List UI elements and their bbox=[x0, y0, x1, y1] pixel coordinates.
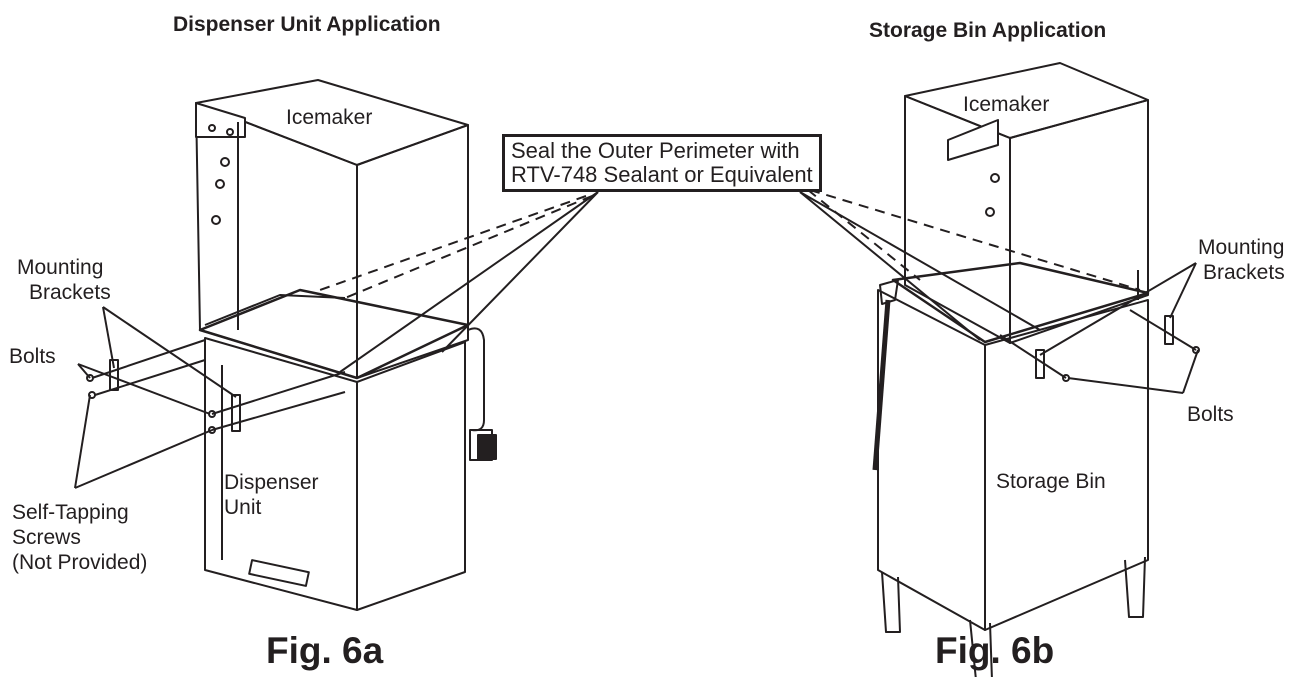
storage-bin-drawing bbox=[872, 279, 1149, 677]
storage-bin-label: Storage Bin bbox=[996, 470, 1106, 493]
sealant-leader-lines bbox=[319, 189, 1141, 373]
left-mounting-hardware bbox=[74, 306, 346, 489]
callout-line-2: RTV-748 Sealant or Equivalent bbox=[511, 162, 813, 187]
callout-line-1: Seal the Outer Perimeter with bbox=[511, 138, 800, 163]
sealant-callout-box: Seal the Outer Perimeter with RTV-748 Se… bbox=[502, 134, 822, 192]
left-mounting-brackets-label: Mounting Brackets bbox=[17, 256, 111, 304]
right-icemaker-drawing bbox=[891, 62, 1150, 344]
left-bolts-label: Bolts bbox=[9, 345, 56, 368]
figure-6a-caption: Fig. 6a bbox=[266, 630, 384, 671]
right-icemaker-label: Icemaker bbox=[963, 93, 1050, 116]
self-tapping-screws-label: Self-Tapping Screws (Not Provided) bbox=[12, 501, 148, 574]
dispenser-unit-drawing bbox=[204, 327, 497, 611]
right-bolts-label: Bolts bbox=[1187, 403, 1234, 426]
left-heading: Dispenser Unit Application bbox=[173, 13, 441, 36]
right-heading: Storage Bin Application bbox=[869, 19, 1107, 42]
left-icemaker-label: Icemaker bbox=[286, 106, 373, 129]
right-mounting-brackets-label: Mounting Brackets bbox=[1198, 236, 1285, 284]
dispenser-unit-label: Dispenser Unit bbox=[224, 471, 319, 519]
right-mounting-hardware bbox=[999, 262, 1200, 394]
figure-6b-caption: Fig. 6b bbox=[935, 630, 1055, 671]
